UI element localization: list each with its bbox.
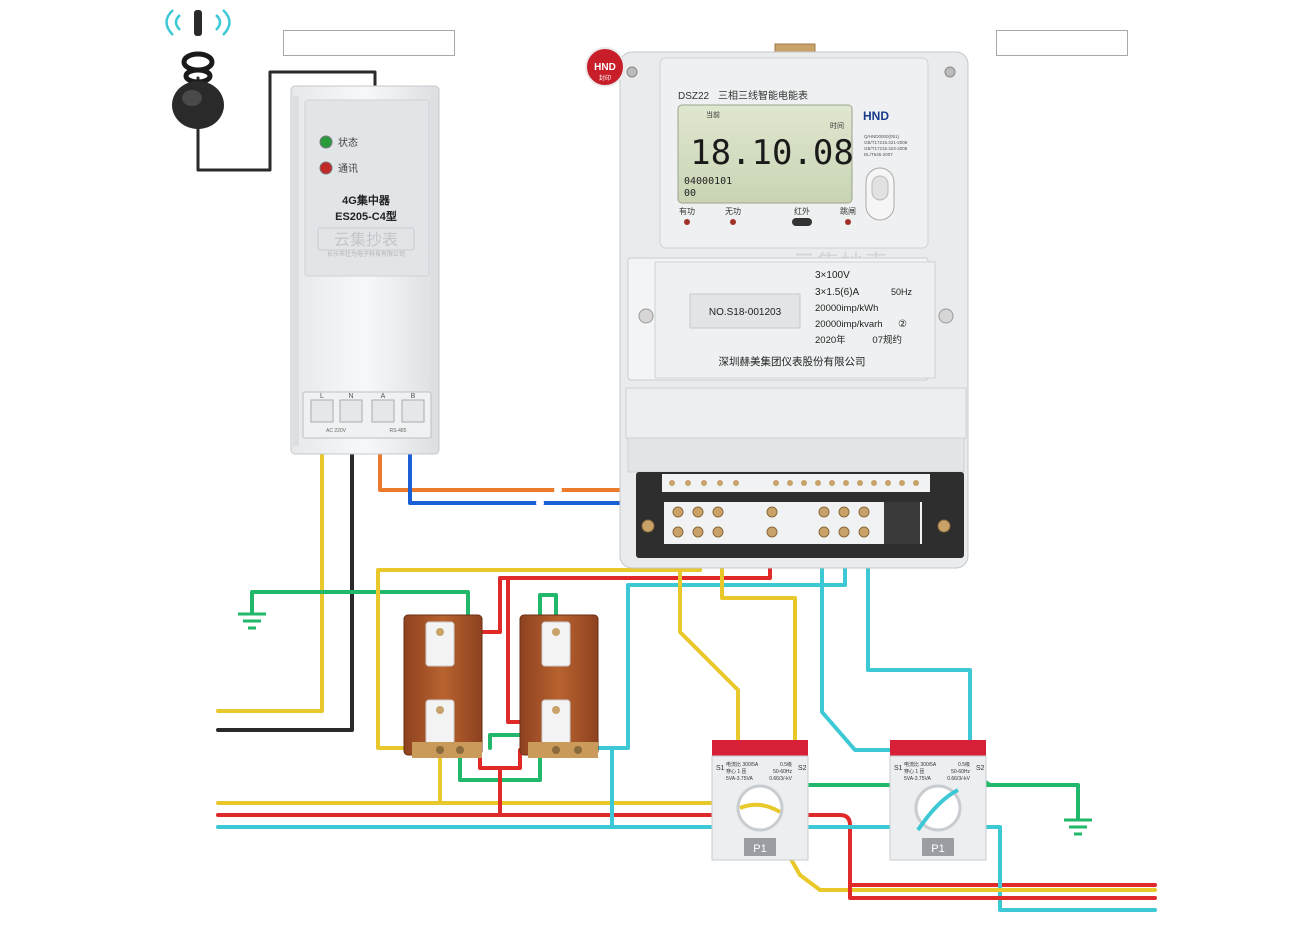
ct2-s1: S1 bbox=[894, 765, 903, 772]
ct1-turns: 穿心 1 匝 bbox=[726, 768, 747, 775]
term-a: A bbox=[381, 393, 386, 400]
seal-sub: 封印 bbox=[599, 74, 611, 82]
lcd-small: 00 bbox=[684, 188, 696, 199]
comm-label: 通讯 bbox=[338, 163, 358, 175]
term-n: N bbox=[348, 393, 353, 400]
ct2-insulation: 0.66/3/-kV bbox=[947, 776, 970, 782]
wire-pt-red-mid bbox=[478, 748, 502, 817]
seal-text: HND bbox=[594, 62, 616, 73]
wire-ct1-s1 bbox=[678, 538, 740, 744]
watermark-sub-1: 长沙市壮为电子科技有限公司 bbox=[327, 250, 405, 258]
pt-2 bbox=[519, 614, 599, 758]
ground-icon bbox=[238, 612, 266, 630]
ind-trip: 跳闸 bbox=[840, 206, 856, 216]
term-sub-left: AC 220V bbox=[326, 428, 347, 434]
ct2-s2: S2 bbox=[976, 765, 985, 772]
ct1-p1: P1 bbox=[753, 843, 766, 855]
comm-led-icon bbox=[319, 161, 333, 175]
cert-line-2: GB/T17215.321-2008 bbox=[864, 140, 908, 145]
meter-manufacturer: 深圳赫美集团仪表股份有限公司 bbox=[719, 355, 866, 368]
lcd-time-label: 时间 bbox=[830, 121, 844, 130]
ct1-insulation: 0.66/3/-kV bbox=[769, 776, 792, 782]
ct2-class: 0.5级 bbox=[958, 761, 970, 768]
ct2-p1: P1 bbox=[931, 843, 944, 855]
label-box-left bbox=[283, 30, 455, 56]
term-sub-right: RS-485 bbox=[390, 428, 407, 434]
meter-frequency: 50Hz bbox=[891, 287, 913, 297]
watermark-title-1: 云集抄表 bbox=[334, 231, 398, 249]
cert-line-3: GB/T17215.323-2008 bbox=[864, 146, 908, 151]
ct1-s1: S1 bbox=[716, 765, 725, 772]
meter-name: 三相三线智能电能表 bbox=[718, 89, 808, 102]
lcd-top-left: 当前 bbox=[706, 110, 720, 119]
cert-line-4: DL/T645-2007 bbox=[864, 152, 893, 157]
meter-serial: NO.S18-001203 bbox=[709, 307, 782, 318]
conc-title-1: 4G集中器 bbox=[342, 193, 391, 207]
ct2-burden: 5VA-3.75VA bbox=[904, 776, 931, 782]
ct1-burden: 5VA-3.75VA bbox=[726, 776, 753, 782]
bus-yellow bbox=[216, 801, 762, 807]
concentrator: 状态 通讯 4G集中器 ES205-C4型 云集抄表 长沙市壮为电子科技有限公司… bbox=[290, 85, 440, 455]
ct2-turns: 穿心 1 匝 bbox=[904, 768, 925, 775]
seal-icon: HND 封印 bbox=[585, 47, 625, 87]
lcd-main: 18.10.08 bbox=[690, 133, 854, 173]
wire-ct1-s2 bbox=[720, 538, 797, 744]
meter-brand: HND bbox=[863, 109, 889, 123]
ind-ir: 红外 bbox=[794, 206, 810, 216]
ground-icon-right bbox=[1064, 818, 1092, 836]
meter-model: DSZ22 bbox=[678, 91, 710, 102]
wire-conc-n bbox=[216, 453, 354, 732]
meter-current: 3×1.5(6)A bbox=[815, 287, 860, 298]
ct2-ratio: 电流比 300/5A bbox=[904, 761, 937, 768]
antenna-cable bbox=[196, 70, 377, 172]
ind-reactive: 无功 bbox=[725, 206, 741, 216]
ct2-freq: 50-60Hz bbox=[951, 769, 970, 775]
meter-protocol: 07规约 bbox=[872, 334, 902, 346]
wire-pt-red-mid2 bbox=[498, 748, 522, 770]
meter-voltage: 3×100V bbox=[815, 270, 850, 281]
bus-red-out bbox=[848, 883, 1157, 900]
ct-1: 电流比 300/5A 0.5级 穿心 1 匝 50-60Hz 5VA-3.75V… bbox=[711, 740, 809, 861]
ct-2: 电流比 300/5A 0.5级 穿心 1 匝 50-60Hz 5VA-3.75V… bbox=[889, 740, 987, 861]
meter-constant-active: 20000imp/kWh bbox=[815, 303, 878, 314]
bus-cyan bbox=[216, 825, 1157, 912]
smart-meter: HND 封印 DSZ22 三相三线智能电能表 当前 时间 18.10.08 04… bbox=[585, 43, 969, 569]
meter-constant-reactive: 20000imp/kvarh bbox=[815, 319, 883, 330]
lcd-code: 04000101 bbox=[684, 176, 732, 187]
pt-1 bbox=[403, 614, 483, 758]
status-label: 状态 bbox=[338, 136, 358, 149]
status-led-icon bbox=[319, 135, 333, 149]
wire-ground-left bbox=[250, 590, 470, 617]
ct1-s2: S2 bbox=[798, 765, 807, 772]
wire-ct2-s1 bbox=[820, 538, 924, 752]
meter-accuracy: ② bbox=[898, 319, 907, 330]
bus-red bbox=[216, 813, 1157, 887]
term-l: L bbox=[320, 393, 324, 400]
wire-conc-l bbox=[216, 453, 324, 713]
ind-active: 有功 bbox=[679, 206, 695, 216]
conc-title-2: ES205-C4型 bbox=[335, 209, 397, 223]
ct1-freq: 50-60Hz bbox=[773, 769, 792, 775]
label-box-right bbox=[996, 30, 1128, 56]
ct1-class: 0.5级 bbox=[780, 761, 792, 768]
term-b: B bbox=[411, 393, 416, 400]
antenna-icon bbox=[165, 9, 231, 129]
meter-year: 2020年 bbox=[815, 334, 846, 346]
cert-line-1: Q/HND0000(051) bbox=[864, 134, 900, 139]
ct1-ratio: 电流比 300/5A bbox=[726, 761, 759, 768]
wire-ct2-s2 bbox=[866, 538, 972, 744]
